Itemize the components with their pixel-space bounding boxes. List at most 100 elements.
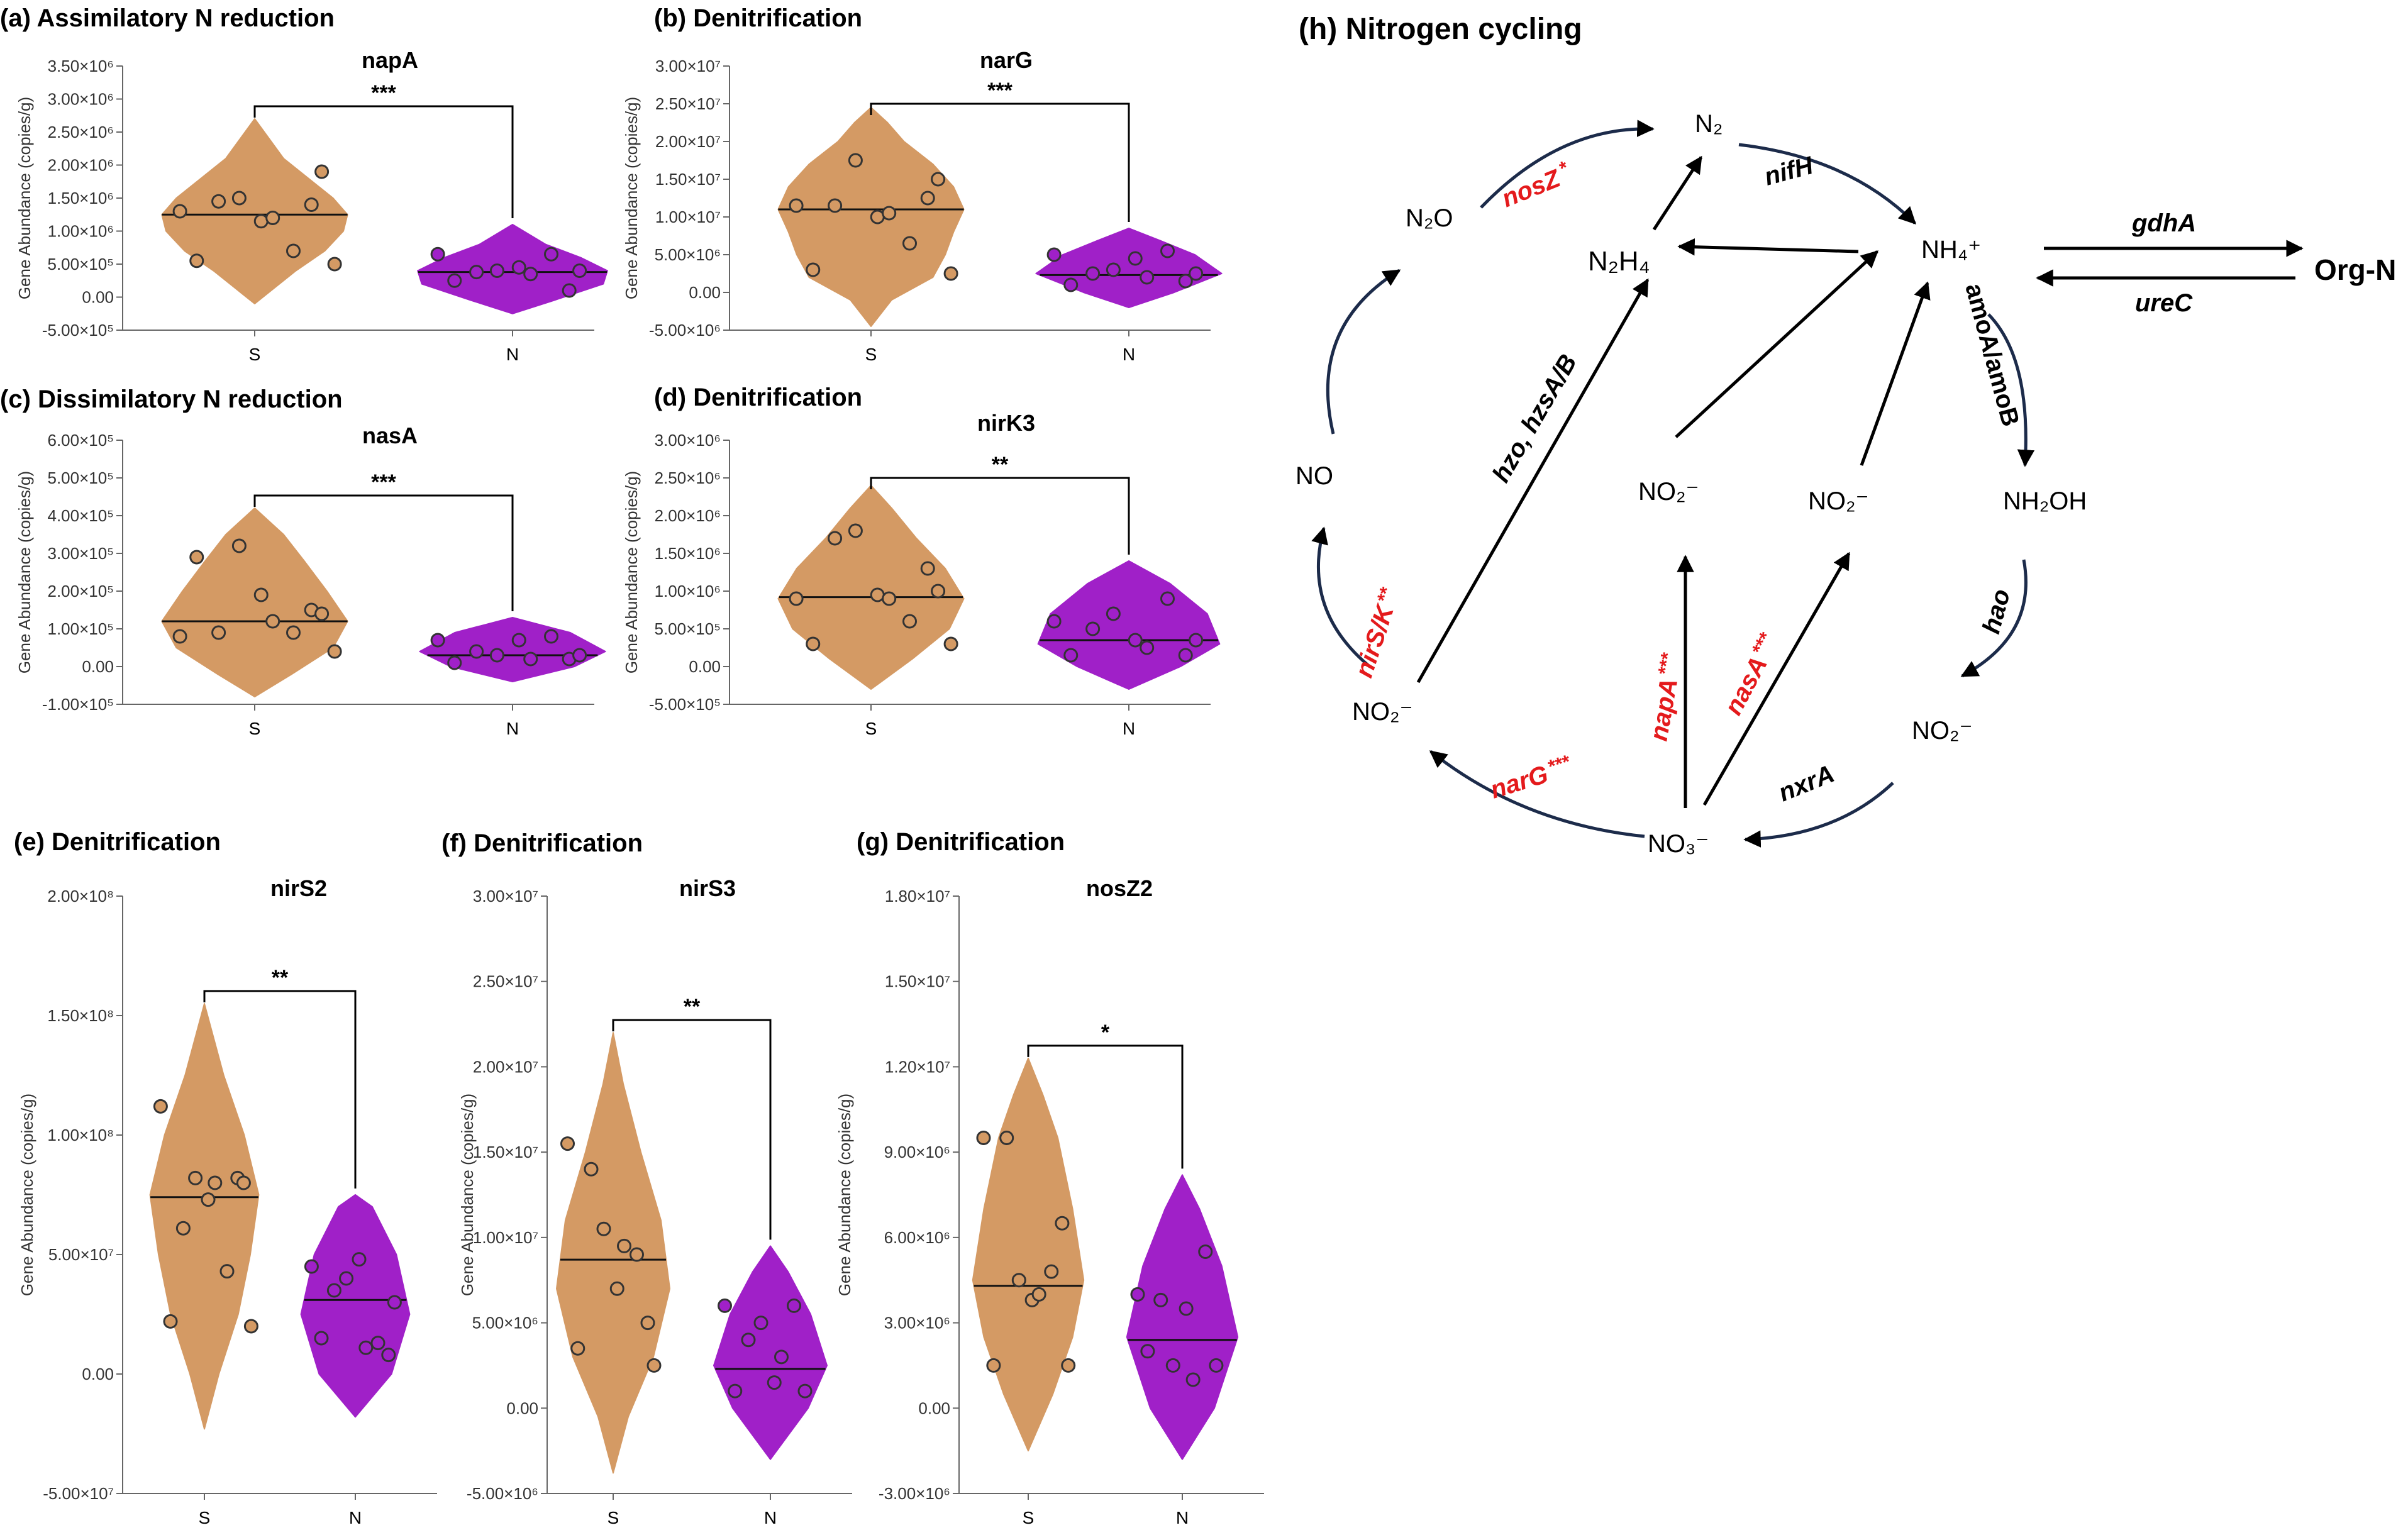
- category-label-n: N: [764, 1508, 777, 1527]
- y-tick-label: 0.00: [82, 1365, 114, 1383]
- y-tick-label: 2.50×10⁶: [48, 123, 114, 141]
- y-tick-label: 3.00×10⁶: [48, 90, 114, 109]
- data-point: [617, 1238, 631, 1253]
- data-point: [358, 1340, 374, 1355]
- y-tick-label: 5.00×10⁵: [48, 255, 114, 274]
- data-point: [511, 260, 526, 275]
- cycle-title: (h) Nitrogen cycling: [1299, 13, 1582, 46]
- y-tick-label: 1.00×10⁷: [655, 208, 721, 226]
- y-tick-label: 0.00: [82, 288, 114, 307]
- node-no: NO: [1296, 462, 1333, 490]
- data-point: [1061, 1358, 1076, 1373]
- panel-a-title: (a) Assimilatory N reduction: [0, 4, 335, 32]
- enzyme-gdha: gdhA: [2131, 209, 2196, 237]
- data-point: [1160, 243, 1175, 258]
- panel-g: (g) Denitrification nosZ2 Gene Abundance…: [835, 828, 1264, 1527]
- data-point: [902, 236, 917, 251]
- significance-stars: **: [684, 995, 701, 1019]
- data-point: [920, 561, 935, 576]
- data-point: [265, 211, 280, 225]
- data-point: [986, 1358, 1001, 1373]
- y-axis: -5.00×10⁵0.005.00×10⁵1.00×10⁶1.50×10⁶2.0…: [649, 431, 1211, 714]
- data-point: [211, 625, 226, 640]
- violin-n: [419, 617, 606, 682]
- violin-n: [1037, 560, 1221, 690]
- data-point: [1046, 614, 1062, 629]
- gene-name-nirs2: nirS2: [270, 875, 327, 901]
- data-point: [718, 1298, 732, 1313]
- data-point: [774, 1349, 789, 1365]
- data-point: [789, 591, 804, 606]
- data-point: [1185, 1372, 1201, 1387]
- data-point: [630, 1247, 644, 1262]
- data-point: [931, 584, 946, 599]
- violin-s: [149, 1003, 260, 1430]
- violins: [777, 485, 1221, 690]
- data-point: [1055, 1216, 1070, 1231]
- cycle-arrows: [1416, 155, 2304, 808]
- data-point: [931, 172, 946, 187]
- panel-c-title: (c) Dissimilatory N reduction: [0, 385, 343, 413]
- gene-name-nirk3: nirK3: [977, 410, 1035, 436]
- node-no3: NO₃⁻: [1648, 830, 1709, 858]
- data-point: [265, 614, 280, 629]
- y-tick-label: 1.00×10⁸: [47, 1126, 114, 1144]
- data-point: [1189, 633, 1204, 648]
- violin-n: [300, 1194, 411, 1418]
- significance-stars: ***: [371, 470, 396, 494]
- data-point: [596, 1221, 611, 1236]
- data-point: [1140, 640, 1155, 655]
- data-point: [286, 625, 301, 640]
- arrow-no2left-to-n2h4: [1416, 278, 1650, 684]
- data-point: [1085, 621, 1101, 636]
- nitrogen-cycle-diagram: (h) Nitrogen cycling N₂ N₂O N₂H: [1296, 13, 2396, 858]
- enzyme-narg: narG***: [1487, 751, 1576, 804]
- data-point: [304, 197, 319, 212]
- data-point: [153, 1099, 168, 1114]
- enzyme-urec: ureC: [2135, 289, 2193, 317]
- y-tick-label: 3.00×10⁷: [473, 887, 538, 906]
- arc-nh4-to-nh2oh: [1987, 313, 2035, 467]
- panel-g-title: (g) Denitrification: [857, 828, 1065, 856]
- violins: [149, 1003, 411, 1430]
- bracket-line: [612, 1019, 772, 1240]
- y-axis-label: Gene Abundance (copies/g): [458, 1094, 477, 1296]
- enzyme-nasa: nasA***: [1717, 629, 1784, 719]
- significance-bracket: [253, 494, 514, 611]
- data-point: [806, 636, 821, 651]
- data-point: [848, 523, 863, 538]
- arrow-n2h4-to-n2: [1652, 155, 1703, 231]
- node-no2-left: NO₂⁻: [1352, 698, 1413, 726]
- violin-s: [161, 118, 348, 304]
- panel-b-title: (b) Denitrification: [654, 4, 862, 32]
- data-point: [976, 1131, 991, 1146]
- y-tick-label: 2.00×10⁵: [48, 582, 114, 601]
- y-axis-label: Gene Abundance (copies/g): [622, 97, 641, 299]
- data-point: [882, 206, 897, 221]
- data-point: [243, 1319, 258, 1334]
- data-point: [370, 1336, 386, 1351]
- data-point: [489, 263, 504, 278]
- data-point: [1085, 266, 1101, 281]
- gene-name-narg: narG: [980, 47, 1033, 73]
- enzyme-nosz: nosZ*: [1497, 157, 1575, 213]
- significance-bracket: [253, 105, 514, 218]
- y-tick-label: -5.00×10⁵: [649, 695, 721, 714]
- y-tick-label: 3.50×10⁶: [48, 57, 114, 75]
- y-tick-label: 2.00×10⁷: [655, 132, 721, 151]
- data-point: [430, 247, 445, 262]
- enzyme-nxra: nxrA: [1775, 760, 1838, 807]
- y-tick-label: 1.20×10⁷: [885, 1057, 950, 1076]
- data-point: [314, 1331, 329, 1346]
- data-point: [1011, 1273, 1026, 1288]
- data-point: [1178, 274, 1193, 289]
- data-point: [327, 257, 342, 272]
- data-point: [304, 1259, 319, 1274]
- data-point: [753, 1316, 768, 1331]
- data-point: [562, 283, 577, 298]
- arc-no2-to-no3: [1743, 782, 1894, 848]
- category-label-s: S: [1023, 1508, 1035, 1527]
- data-point: [469, 265, 484, 280]
- y-tick-label: 2.50×10⁷: [473, 972, 538, 991]
- data-point: [523, 267, 538, 282]
